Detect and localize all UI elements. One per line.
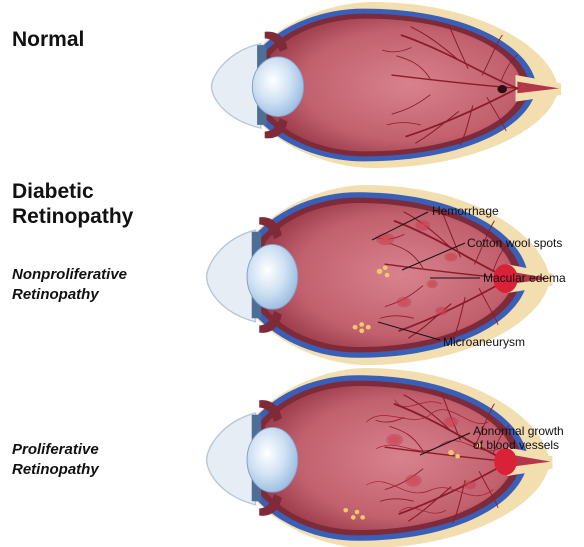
heading-diabetic: Diabetic (12, 180, 94, 204)
normal-eye (212, 2, 562, 168)
subheading-proliferative: Proliferative (12, 440, 99, 459)
label-hemorrhage: Hemorrhage (432, 204, 499, 218)
subheading-nonproliferative: Nonproliferative (12, 265, 127, 284)
label-abnormal-growth: Abnormal growth (473, 424, 564, 438)
subheading-proliferative-retinopathy: Retinopathy (12, 460, 99, 479)
subheading-nonproliferative-retinopathy: Retinopathy (12, 285, 99, 304)
label-macular-edema: Macular edema (483, 271, 566, 285)
label-microaneurysm: Microaneurysm (443, 335, 525, 349)
hemorrhage-spot (376, 233, 395, 246)
proliferative-eye (207, 368, 553, 547)
heading-normal: Normal (12, 28, 84, 52)
label-blood-vessels: of blood vessels (473, 438, 559, 452)
heading-retinopathy: Retinopathy (12, 205, 133, 229)
fovea-spot (497, 85, 507, 93)
label-cotton-wool-spots: Cotton wool spots (467, 236, 562, 250)
